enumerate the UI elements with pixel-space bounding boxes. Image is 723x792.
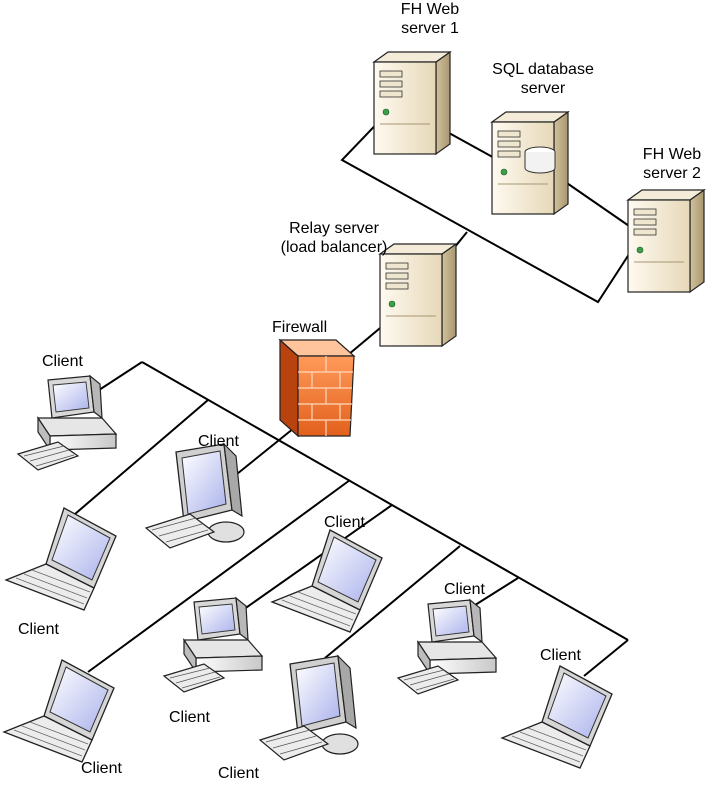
label-firewall: Firewall (272, 319, 328, 336)
client-laptop-2[interactable] (271, 529, 383, 633)
client-laptop-3[interactable] (3, 659, 115, 763)
client-monitor-1[interactable] (145, 443, 245, 549)
label-fh-web-server-2: FH Web server 2 (632, 145, 712, 183)
label-relay-line2: (load balancer) (280, 239, 388, 256)
label-client: Client (81, 760, 122, 777)
label-web2-line2: server 2 (643, 165, 701, 182)
client-laptop-1[interactable] (5, 507, 117, 611)
firewall-icon[interactable] (278, 338, 356, 438)
client-desktop-3[interactable] (397, 599, 497, 695)
label-client: Client (198, 433, 239, 450)
fh-web-server-2[interactable] (627, 189, 705, 293)
relay-server[interactable] (379, 243, 457, 347)
label-fh-web-server-1: FH Web server 1 (386, 0, 474, 38)
label-sql-line2: server (520, 80, 566, 97)
label-client: Client (42, 353, 83, 370)
client-desktop-1[interactable] (17, 375, 117, 471)
label-sql-line1: SQL database (492, 61, 594, 78)
label-client: Client (540, 647, 581, 664)
label-sql-database-server: SQL database server (478, 60, 608, 98)
client-laptop-4[interactable] (501, 665, 613, 769)
label-client: Client (218, 765, 259, 782)
label-relay-line1: Relay server (289, 220, 379, 237)
client-monitor-2[interactable] (259, 655, 359, 761)
label-relay-server: Relay server (load balancer) (264, 219, 404, 257)
label-web1-line1: FH Web (400, 1, 460, 18)
client-desktop-2[interactable] (163, 597, 263, 693)
label-web1-line2: server 1 (401, 20, 459, 37)
label-client: Client (324, 514, 365, 531)
label-client: Client (169, 709, 210, 726)
cable-web1-to-relay-path (340, 109, 636, 304)
label-client: Client (18, 621, 59, 638)
sql-database-server[interactable] (491, 111, 569, 215)
fh-web-server-1[interactable] (373, 51, 451, 155)
label-client: Client (444, 581, 485, 598)
label-web2-line1: FH Web (642, 146, 702, 163)
